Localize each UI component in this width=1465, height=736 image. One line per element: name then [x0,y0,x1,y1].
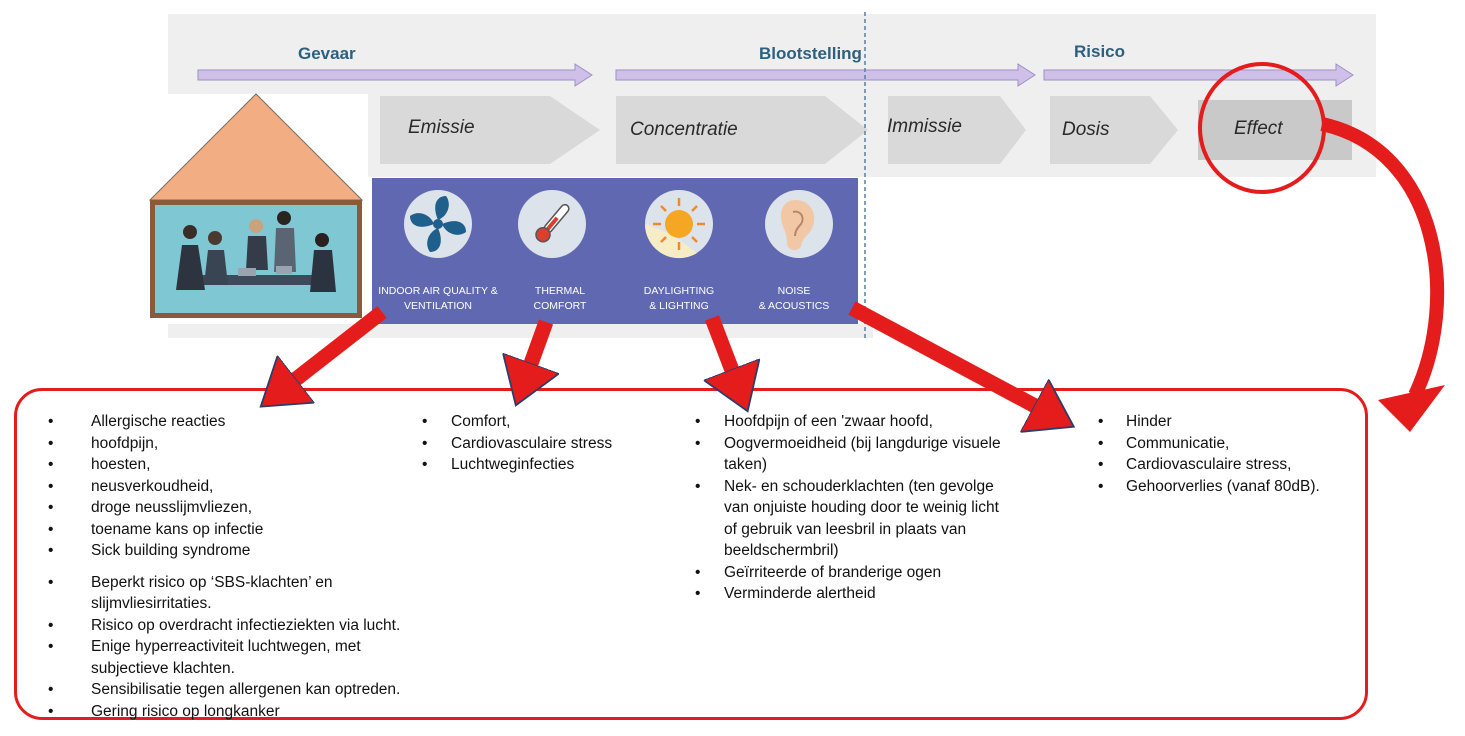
list-item: Beperkt risico op ‘SBS-klachten’ en slij… [48,572,428,615]
effects-list-thermal: Comfort, Cardiovasculaire stress Luchtwe… [422,411,682,476]
category-label-thermal: THERMAL COMFORT [508,284,612,314]
list-item: Gering risico op longkanker [48,701,428,723]
arrow-thermal-to-effects [525,319,546,380]
step-label-effect: Effect [1234,118,1283,139]
category-label-lighting: DAYLIGHTING & LIGHTING [626,284,732,314]
step-label-dosis: Dosis [1062,119,1110,140]
house-icon [148,93,364,318]
effects-list-air: Allergische reacties hoofdpijn, hoesten,… [48,411,428,722]
step-chevron-immissie [888,96,1026,164]
list-item: Oogvermoeidheid (bij langdurige visuele … [695,433,1015,476]
arrow-noise-to-effects [848,301,1050,414]
category-label-thermal-line2: COMFORT [533,300,587,312]
stage-label-risico: Risico [1074,42,1126,61]
category-label-air-line1: INDOOR AIR QUALITY & [378,285,498,297]
step-chevron-emissie [380,96,600,164]
category-label-noise-line2: & ACOUSTICS [758,300,830,312]
stage-arrow-gevaar [197,63,593,87]
category-label-noise-line1: NOISE [777,285,811,297]
list-item: Cardiovasculaire stress [422,433,682,455]
list-item: Luchtweginfecties [422,454,682,476]
sun-icon [644,190,713,259]
step-chevron-dosis [1050,96,1178,164]
list-item: Enige hyperreactiviteit luchtwegen, met … [48,636,428,679]
category-icons [404,190,833,259]
effects-box [14,388,1368,720]
list-item: Cardiovasculaire stress, [1098,454,1358,476]
arrow-effect-curve [1320,117,1445,398]
stage-label-blootstelling: Blootstelling [759,44,862,63]
list-item: neusverkoudheid, [48,476,428,498]
arrow-lighting-to-effects [712,315,738,386]
step-label-emissie: Emissie [408,117,475,138]
effects-list-noise: Hinder Communicatie, Cardiovasculaire st… [1098,411,1358,497]
stage-arrow-blootstelling [615,63,1036,87]
list-item: Risico op overdracht infectieziekten via… [48,615,428,637]
list-item: droge neusslijmvliezen, [48,497,428,519]
list-item: Verminderde alertheid [695,583,1015,605]
list-item: toename kans op infectie [48,519,428,541]
list-item: Hoofdpijn of een 'zwaar hoofd, [695,411,1015,433]
list-item: Comfort, [422,411,682,433]
meeting-people-icon [176,211,336,292]
fan-icon [404,190,472,258]
category-label-air: INDOOR AIR QUALITY & VENTILATION [372,284,504,314]
category-label-air-line2: VENTILATION [403,300,473,312]
category-label-noise: NOISE & ACOUSTICS [744,284,844,314]
stage-label-gevaar: Gevaar [298,44,356,63]
list-item: Sick building syndrome [48,540,428,562]
step-label-immissie: Immissie [887,116,962,137]
category-label-lighting-line2: & LIGHTING [649,300,709,312]
arrow-air-to-effects [282,306,387,390]
list-item: Gehoorverlies (vanaf 80dB). [1098,476,1358,498]
category-label-thermal-line1: THERMAL [534,285,586,297]
list-item: hoesten, [48,454,428,476]
stage-arrow-risico [1043,63,1354,87]
ear-icon [765,190,833,258]
effects-list-lighting: Hoofdpijn of een 'zwaar hoofd, Oogvermoe… [695,411,1015,605]
list-item: Sensibilisatie tegen allergenen kan optr… [48,679,428,701]
step-chevron-effect [1198,100,1352,160]
list-item: hoofdpijn, [48,433,428,455]
list-item: Nek- en schouderklachten (ten gevolge va… [695,476,1015,562]
step-label-concentratie: Concentratie [630,119,738,140]
list-item: Communicatie, [1098,433,1358,455]
list-item: Hinder [1098,411,1358,433]
list-item: Geïrriteerde of branderige ogen [695,562,1015,584]
list-item: Allergische reacties [48,411,428,433]
category-label-lighting-line1: DAYLIGHTING [643,285,715,297]
arrow-effect-curve-head [1378,385,1445,432]
thermometer-icon [518,190,586,258]
step-chevron-concentratie [616,96,868,164]
